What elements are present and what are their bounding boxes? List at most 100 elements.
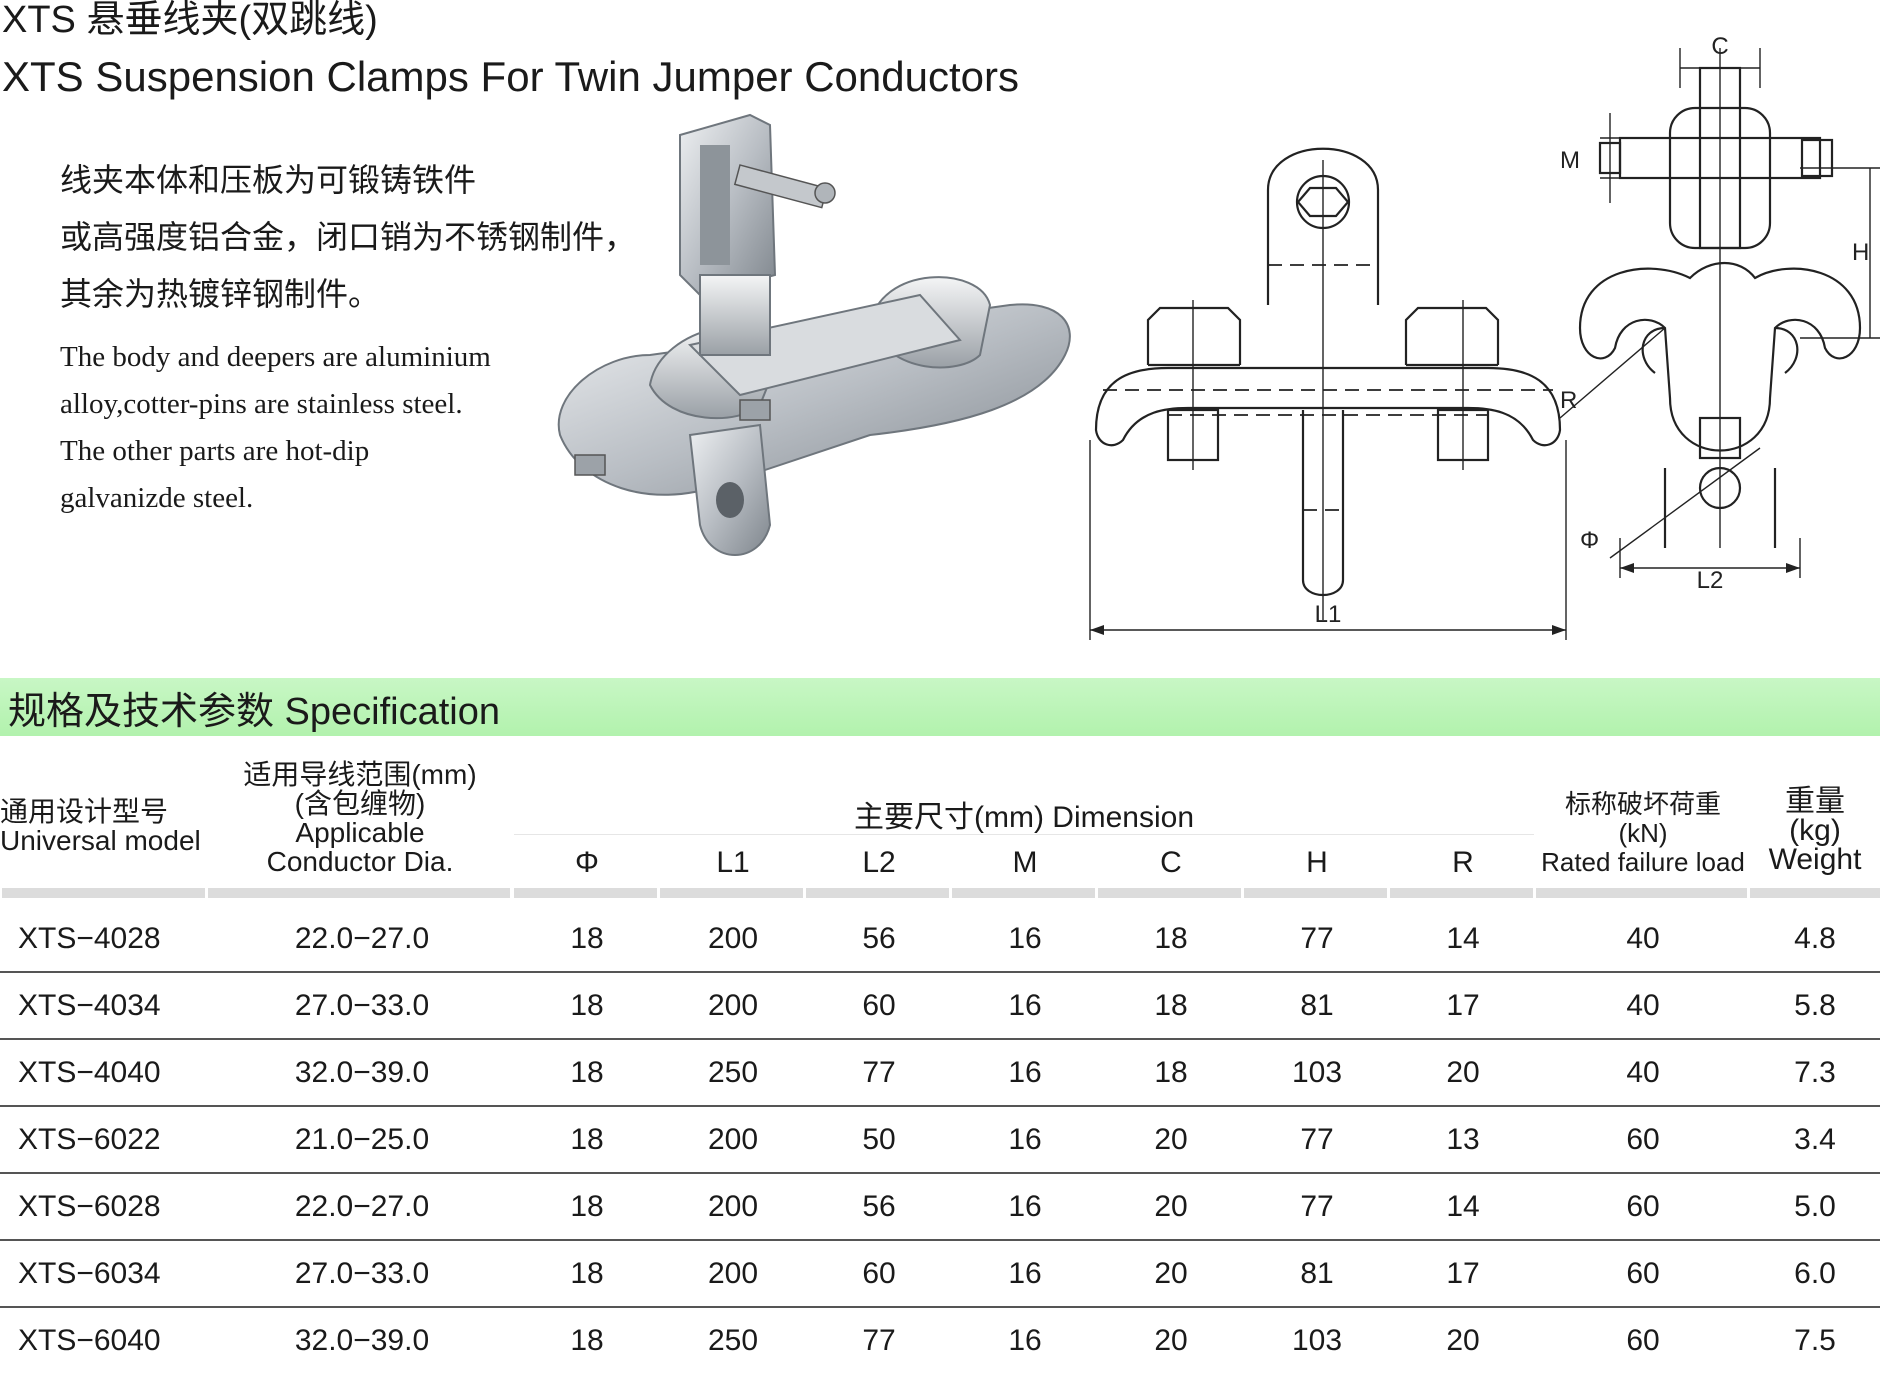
header-rule [660,888,803,898]
header-weight-cn: 重量 [1785,785,1845,818]
dimension-label-r: R [1560,387,1577,414]
header-rule [1390,888,1533,898]
header-phi: Φ [575,846,599,879]
cell-m: 16 [952,1173,1098,1241]
cell-failure-load: 60 [1536,1173,1750,1241]
cell-failure-load: 60 [1536,1240,1750,1308]
description-en-line: alloy,cotter-pins are stainless steel. [60,388,463,420]
cell-r: 14 [1390,1173,1536,1241]
header-rule [952,888,1095,898]
cell-phi: 18 [514,906,660,973]
description-en-line: The body and deepers are aluminium [60,341,491,373]
side-view-drawing: C M H R Φ L2 [1559,33,1880,594]
cell-r: 20 [1390,1039,1536,1107]
header-rule [514,888,657,898]
dimension-label-h: H [1852,239,1869,266]
cell-failure-load: 40 [1536,1039,1750,1107]
cell-r: 17 [1390,972,1536,1040]
cell-c: 20 [1154,1323,1188,1357]
cell-m: 16 [1008,1323,1042,1357]
cell-c: 18 [1098,972,1244,1040]
header-model: 通用设计型号 Universal model [0,797,205,855]
cell-l1: 200 [660,1173,806,1241]
title-english: XTS Suspension Clamps For Twin Jumper Co… [2,53,1019,100]
cell-l1: 200 [660,972,806,1040]
dimension-label-m: M [1560,147,1580,174]
cell-l2: 50 [806,1106,952,1174]
cell-phi: 18 [514,1240,660,1308]
cell-model: XTS−4040 [0,1039,210,1107]
front-view-drawing: L1 [1089,147,1567,640]
header-rule [1536,888,1747,898]
cell-h: 77 [1244,906,1390,973]
header-m: M [1012,846,1038,879]
cell-h: 77 [1244,1106,1390,1174]
cell-model: XTS−6040 [18,1323,161,1357]
cell-failure-load: 40 [1536,906,1750,973]
cell-conductor-dia: 27.0−33.0 [210,1240,514,1308]
header-rule [806,888,949,898]
header-dia-cn-1: 适用导线范围(mm) [243,759,477,790]
description-english: The body and deepers are aluminium alloy… [60,334,491,522]
cell-l2: 56 [806,906,952,973]
header-rule [1750,888,1880,898]
header-failure-load: 标称破坏荷重 (kN) Rated failure load [1536,790,1750,877]
description-cn-line: 线夹本体和压板为可锻铸铁件 [60,162,477,198]
cell-l2: 77 [806,1039,952,1107]
cell-l1: 250 [707,1323,759,1357]
cell-conductor-dia: 32.0−39.0 [210,1039,514,1107]
cell-r: 20 [1446,1323,1480,1357]
cell-weight: 7.3 [1750,1039,1880,1107]
cell-m: 16 [952,1240,1098,1308]
header-load-en: Rated failure load [1541,847,1745,877]
header-dia-en-1: Applicable [295,817,425,848]
header-model-cn: 通用设计型号 [0,796,169,827]
header-rule [1244,888,1387,898]
cell-l2: 60 [806,972,952,1040]
cell-weight: 3.4 [1750,1106,1880,1174]
cell-r: 14 [1390,906,1536,973]
product-photo [557,113,1071,556]
dimension-label-l1: L1 [1315,601,1342,628]
cell-h: 81 [1244,972,1390,1040]
description-en-line: The other parts are hot-dip [60,435,370,467]
header-dimension-divider [514,834,1534,835]
cell-l2: 77 [862,1323,896,1357]
cell-weight: 4.8 [1750,906,1880,973]
cell-l2: 60 [806,1240,952,1308]
header-l2: L2 [862,846,896,879]
cell-l1: 200 [660,1240,806,1308]
cell-phi: 18 [570,1323,604,1357]
cell-l1: 200 [660,1106,806,1174]
cell-weight: 7.5 [1794,1323,1836,1357]
cell-weight: 5.0 [1750,1173,1880,1241]
description-chinese: 线夹本体和压板为可锻铸铁件 或高强度铝合金，闭口销为不锈钢制件， 其余为热镀锌钢… [60,152,636,323]
description-cn-line: 或高强度铝合金，闭口销为不锈钢制件， [60,219,637,255]
cell-failure-load: 40 [1536,972,1750,1040]
description-en-line: galvanizde steel. [60,482,254,514]
title-chinese: XTS 悬垂线夹(双跳线) [2,0,378,41]
header-r: R [1452,846,1474,879]
dimension-label-c: C [1711,33,1728,60]
header-load-cn: 标称破坏荷重 [1564,789,1721,819]
cell-model: XTS−6022 [0,1106,210,1174]
cell-m: 16 [952,972,1098,1040]
cell-c: 20 [1098,1106,1244,1174]
header-dimension: 主要尺寸(mm) Dimension [853,801,1195,834]
cell-l1: 250 [660,1039,806,1107]
description-cn-line: 其余为热镀锌钢制件。 [60,276,381,312]
cell-m: 16 [952,906,1098,973]
cell-model: XTS−4028 [0,906,210,973]
specification-bar: 规格及技术参数 Specification [0,678,1880,736]
header-c: C [1160,846,1182,879]
header-rule [2,888,205,898]
cell-weight: 5.8 [1750,972,1880,1040]
cell-c: 18 [1098,906,1244,973]
header-load-unit: (kN) [1618,818,1668,848]
